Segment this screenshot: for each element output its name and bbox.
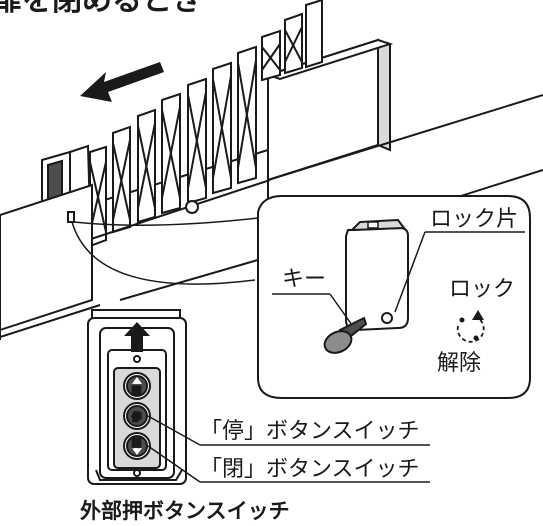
switch-caption: 外部押ボタンスイッチ [80,499,290,523]
release-label: 解除 [437,351,481,376]
gate-panel [284,12,303,75]
arrow-left-icon [80,62,164,102]
gate-panel [112,125,131,234]
callout-lines [272,231,525,326]
gate-panel [161,92,181,215]
key-switch-device [345,218,409,332]
open-button: 開 [123,372,151,400]
keyhole-slot [67,211,75,223]
switch-leader-lines [147,415,430,483]
gate-panel [261,29,281,82]
wall-block [0,183,93,332]
gate-panel [212,61,232,195]
close-glyph: 閉 [132,438,141,449]
stop-switch-label: 「停」ボタンスイッチ [200,419,420,444]
key-label: キー [282,267,326,292]
open-glyph: 開 [132,386,141,397]
gate-panel [305,0,323,69]
key-icon [323,316,368,354]
lock-label: ロック [449,277,515,302]
up-arrow-icon [124,322,150,352]
gate-panel [237,45,257,185]
accordion-gate [41,0,323,248]
gate-panel [137,108,156,224]
stop-glyph: 停 [132,411,141,423]
rotate-arrow-icon [456,310,485,343]
key-cylinder [381,312,393,324]
close-switch-label: 「閉」ボタンスイッチ [200,457,420,482]
stop-button: 停 [123,402,151,430]
gate-panel [89,145,107,248]
page-title: 扉を閉めるとき [0,0,202,18]
gate-panel [187,77,207,205]
close-button: 閉 [123,432,151,460]
lock-piece-label: ロック片 [430,207,518,232]
callout-connector [71,217,259,285]
gate-wheel [185,200,199,214]
